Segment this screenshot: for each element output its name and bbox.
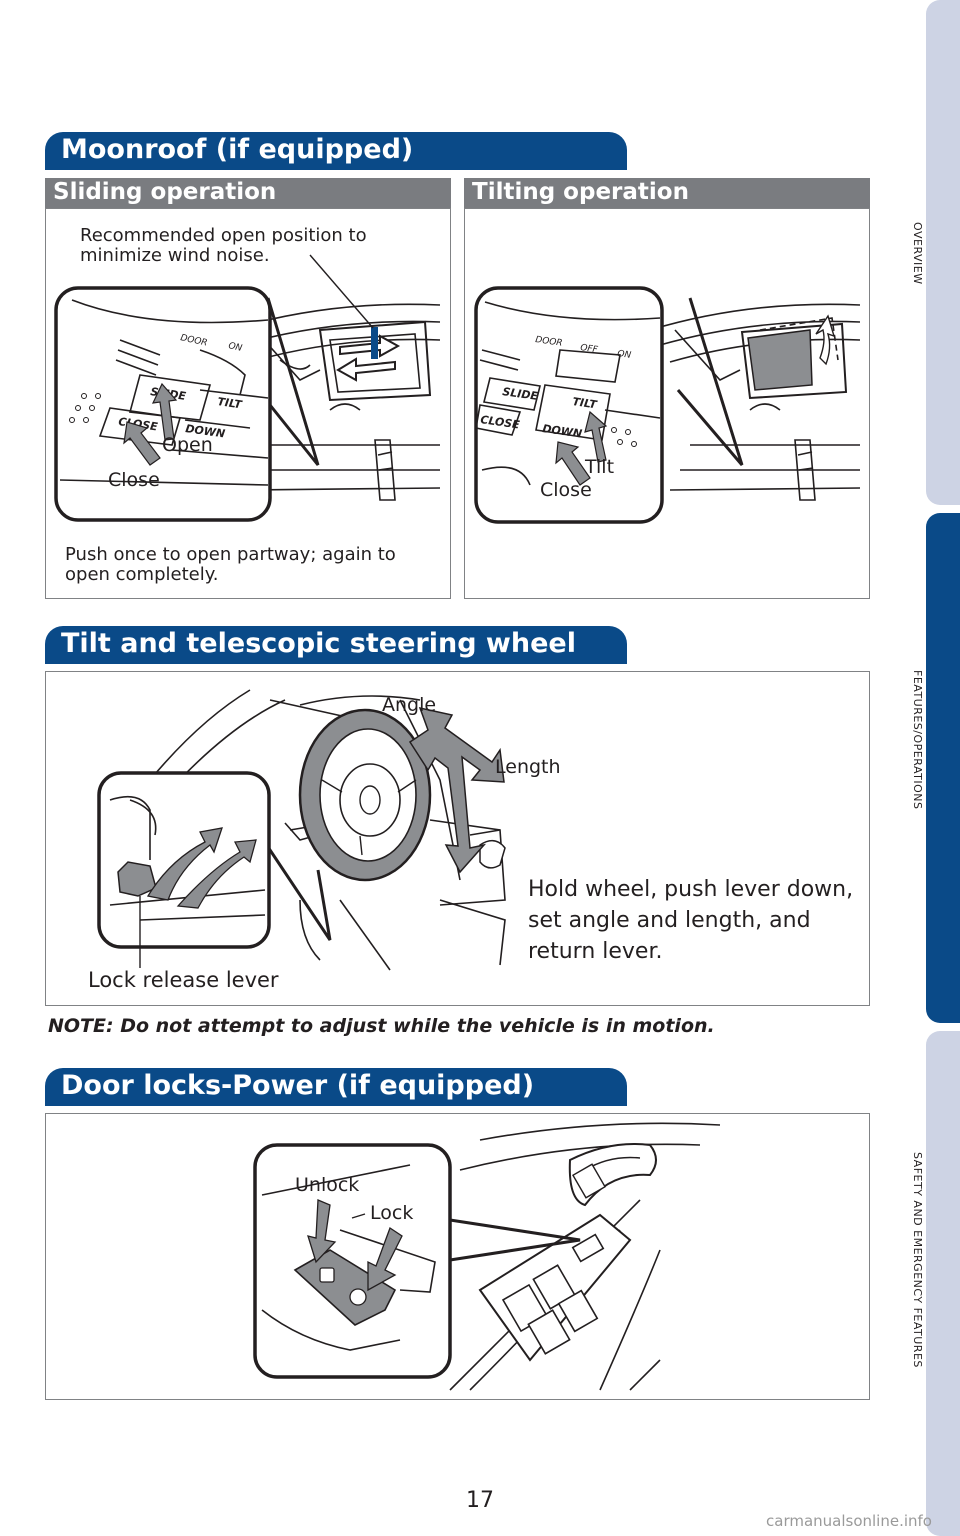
recommended-text-line1: Recommended open position to (80, 225, 367, 246)
watermark: carmanualsonline.info (766, 1512, 932, 1530)
recommended-text-line2: minimize wind noise. (80, 245, 270, 266)
steering-banner: Tilt and telescopic steering wheel (45, 626, 627, 664)
lock-label: Lock (370, 1202, 414, 1224)
side-label-features: FEATURES/OPERATIONS (911, 670, 924, 810)
svg-text:OFF: OFF (580, 343, 599, 355)
lock-release-lever-label: Lock release lever (88, 968, 279, 992)
tilting-tilt-label: Tilt (585, 456, 615, 478)
door-locks-banner: Door locks-Power (if equipped) (45, 1068, 627, 1106)
svg-text:SLIDE: SLIDE (502, 385, 540, 403)
unlock-label: Unlock (295, 1174, 360, 1196)
sliding-open-label: Open (162, 434, 213, 456)
push-text-line1: Push once to open partway; again to (65, 544, 396, 565)
svg-text:TILT: TILT (217, 395, 244, 411)
tilting-illustration: SLIDE CLOSE TILT DOWN DOOR OFF ON (474, 286, 861, 524)
tilting-close-label: Close (540, 479, 592, 501)
steering-instruction-line2: set angle and length, and (528, 908, 811, 933)
tilting-heading: Tilting operation (472, 179, 689, 205)
tilting-subheader: Tilting operation (464, 178, 870, 208)
door-locks-illustration (253, 1122, 721, 1391)
side-label-overview: OVERVIEW (911, 222, 924, 285)
side-tab-overview[interactable] (926, 0, 960, 505)
steering-instruction-line3: return lever. (528, 939, 663, 964)
angle-label: Angle (382, 694, 437, 716)
svg-text:ON: ON (617, 349, 632, 361)
door-locks-panel (45, 1113, 870, 1400)
sliding-subheader: Sliding operation (45, 178, 451, 208)
sliding-heading: Sliding operation (53, 179, 277, 205)
side-tab-features[interactable] (926, 513, 960, 1023)
moonroof-banner: Moonroof (if equipped) (45, 132, 627, 170)
steering-title: Tilt and telescopic steering wheel (61, 628, 576, 659)
sliding-close-label: Close (108, 469, 160, 491)
steering-instruction-line1: Hold wheel, push lever down, (528, 877, 854, 902)
steering-illustration (97, 689, 506, 971)
sliding-illustration: SLIDE CLOSE TILT DOWN DOOR ON (54, 254, 441, 522)
length-label: Length (495, 756, 561, 778)
svg-text:TILT: TILT (572, 395, 599, 411)
safety-note: NOTE: Do not attempt to adjust while the… (48, 1015, 715, 1037)
side-tab-safety[interactable] (926, 1031, 960, 1536)
side-label-safety: SAFETY AND EMERGENCY FEATURES (911, 1152, 924, 1368)
push-text-line2: open completely. (65, 564, 219, 585)
svg-text:DOWN: DOWN (185, 422, 226, 440)
door-locks-title: Door locks-Power (if equipped) (61, 1070, 535, 1101)
svg-text:DOOR: DOOR (535, 335, 563, 349)
moonroof-title: Moonroof (if equipped) (61, 134, 414, 165)
svg-text:DOWN: DOWN (542, 422, 583, 440)
svg-text:CLOSE: CLOSE (480, 413, 521, 431)
page-number: 17 (466, 1488, 494, 1513)
svg-text:ON: ON (227, 341, 243, 354)
